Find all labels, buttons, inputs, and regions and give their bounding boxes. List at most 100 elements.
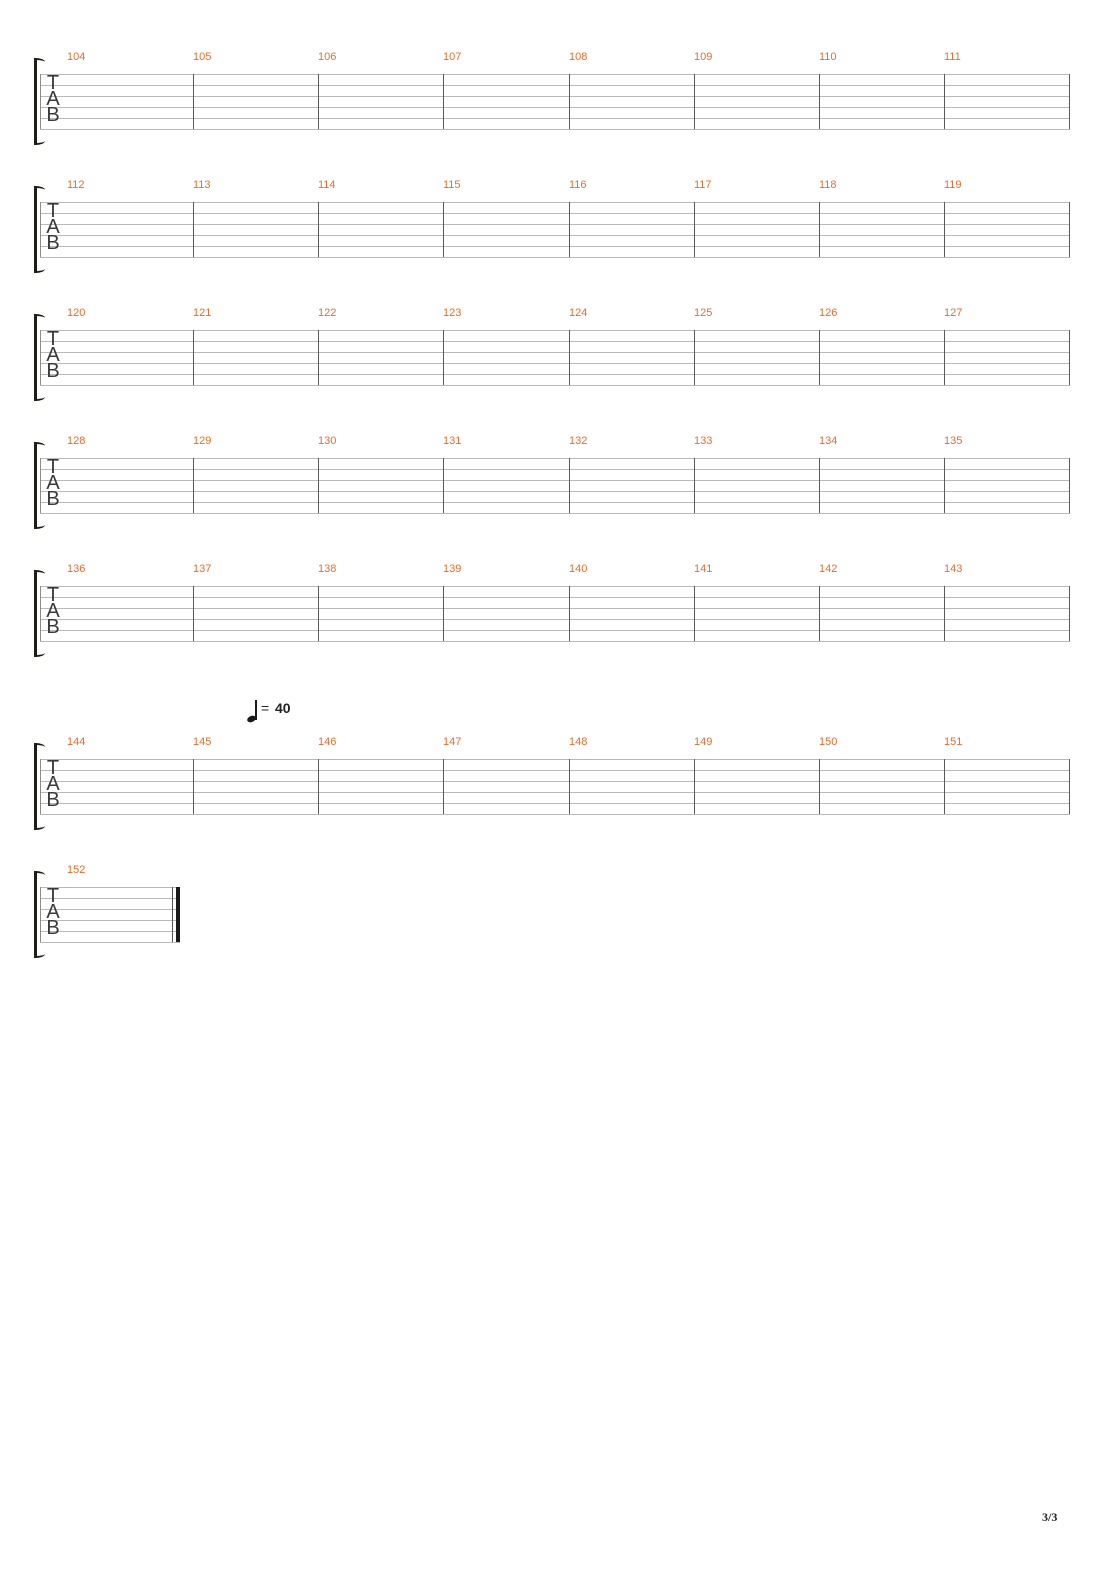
measure-barline xyxy=(694,759,695,814)
measure-number: 112 xyxy=(67,179,85,191)
staff-string-line xyxy=(40,597,1070,598)
tab-clef-letter: B xyxy=(46,104,60,126)
end-barline xyxy=(1069,74,1070,129)
staff-string-line xyxy=(40,942,180,943)
staff-string-line xyxy=(40,920,180,921)
measure-number: 120 xyxy=(67,307,86,319)
staff-string-line xyxy=(40,235,1070,236)
measure-number: 123 xyxy=(443,307,462,319)
tempo-marking: = 40 xyxy=(246,698,326,728)
tab-clef-letter: T xyxy=(46,584,60,606)
measure-number: 108 xyxy=(569,51,588,63)
measure-number: 106 xyxy=(318,51,337,63)
measure-number: 149 xyxy=(694,736,713,748)
measure-number: 110 xyxy=(819,51,837,63)
measure-barline xyxy=(694,330,695,385)
measure-barline xyxy=(569,330,570,385)
measure-number: 119 xyxy=(944,179,962,191)
measure-barline xyxy=(569,74,570,129)
measure-barline xyxy=(944,458,945,513)
staff-string-line xyxy=(40,619,1070,620)
measure-number: 130 xyxy=(318,435,337,447)
measure-barline xyxy=(193,202,194,257)
staff-string-line xyxy=(40,608,1070,609)
staff-string-line xyxy=(40,814,1070,815)
staff-string-line xyxy=(40,502,1070,503)
measure-number: 140 xyxy=(569,563,588,575)
measure-number: 134 xyxy=(819,435,838,447)
staff-string-line xyxy=(40,641,1070,642)
measure-number: 118 xyxy=(819,179,837,191)
staff-string-line xyxy=(40,480,1070,481)
tab-clef-letter: A xyxy=(46,901,60,923)
tab-clef-letter: T xyxy=(46,885,60,907)
measure-barline xyxy=(318,586,319,641)
measure-barline xyxy=(569,458,570,513)
start-barline xyxy=(40,74,41,129)
measure-barline xyxy=(443,202,444,257)
measure-barline xyxy=(443,74,444,129)
measure-number: 117 xyxy=(694,179,712,191)
measure-number: 138 xyxy=(318,563,337,575)
measure-number: 125 xyxy=(694,307,713,319)
measure-barline xyxy=(819,586,820,641)
system-bracket xyxy=(34,442,46,529)
staff-string-line xyxy=(40,458,1070,459)
staff-string-line xyxy=(40,246,1070,247)
end-barline xyxy=(1069,330,1070,385)
end-barline xyxy=(1069,458,1070,513)
tab-clef-letter: T xyxy=(46,200,60,222)
measure-number: 128 xyxy=(67,435,86,447)
system-bracket xyxy=(34,58,46,145)
staff-string-line xyxy=(40,586,1070,587)
measure-number: 127 xyxy=(944,307,963,319)
measure-number: 151 xyxy=(944,736,963,748)
measure-number: 116 xyxy=(569,179,587,191)
measure-number: 142 xyxy=(819,563,838,575)
staff-string-line xyxy=(40,770,1070,771)
staff-string-line xyxy=(40,96,1070,97)
staff-string-line xyxy=(40,202,1070,203)
measure-barline xyxy=(819,330,820,385)
measure-number: 104 xyxy=(67,51,86,63)
tab-clef-letter: A xyxy=(46,344,60,366)
staff-string-line xyxy=(40,352,1070,353)
measure-number: 141 xyxy=(694,563,713,575)
staff-string-line xyxy=(40,898,180,899)
measure-number: 114 xyxy=(318,179,336,191)
final-barline-thick xyxy=(176,887,180,942)
measure-barline xyxy=(694,458,695,513)
measure-number: 131 xyxy=(443,435,462,447)
measure-number: 150 xyxy=(819,736,838,748)
measure-barline xyxy=(318,330,319,385)
measure-number: 137 xyxy=(193,563,212,575)
system-bracket xyxy=(34,743,46,830)
measure-barline xyxy=(443,330,444,385)
staff-string-line xyxy=(40,363,1070,364)
measure-number: 113 xyxy=(193,179,211,191)
measure-number: 133 xyxy=(694,435,713,447)
staff-string-line xyxy=(40,74,1070,75)
measure-barline xyxy=(694,586,695,641)
measure-barline xyxy=(944,202,945,257)
tab-clef-letter: T xyxy=(46,757,60,779)
staff-string-line xyxy=(40,513,1070,514)
staff-string-line xyxy=(40,257,1070,258)
measure-barline xyxy=(193,74,194,129)
tab-clef-letter: B xyxy=(46,488,60,510)
measure-barline xyxy=(318,759,319,814)
staff-string-line xyxy=(40,107,1070,108)
tab-clef-letter: A xyxy=(46,216,60,238)
measure-barline xyxy=(569,202,570,257)
end-barline xyxy=(1069,759,1070,814)
measure-barline xyxy=(819,202,820,257)
measure-barline xyxy=(569,759,570,814)
